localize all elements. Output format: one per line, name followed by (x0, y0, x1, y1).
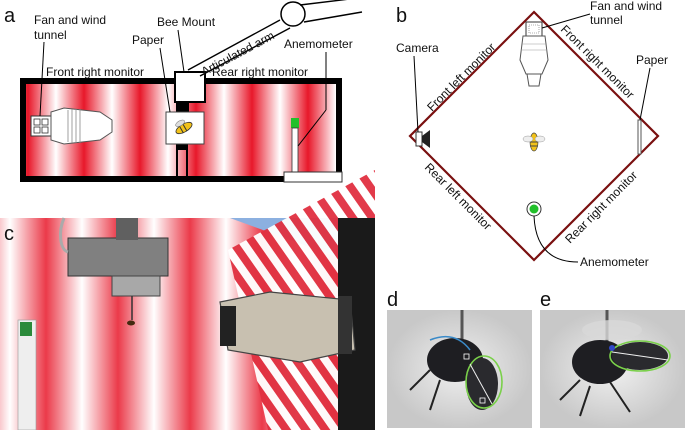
label-rear-right-monitor: Rear right monitor (212, 65, 308, 79)
fan-icon (30, 107, 113, 145)
label-anemometer: Anemometer (580, 255, 649, 269)
label-paper: Paper (636, 53, 668, 67)
label-camera: Camera (396, 41, 439, 55)
label-fan-line2: tunnel (590, 13, 623, 27)
panel-letter-c: c (4, 223, 14, 245)
label-fan-line2: tunnel (34, 28, 67, 42)
panel-letter-d: d (387, 289, 398, 311)
panel-letter-e: e (540, 289, 551, 311)
panel-letter-b: b (396, 5, 407, 27)
camera-icon (415, 130, 430, 148)
panel-d-photo: d (387, 289, 532, 428)
label-anemometer: Anemometer (284, 37, 353, 51)
panel-b: b Fa (396, 0, 668, 269)
label-bee-mount: Bee Mount (157, 15, 216, 29)
anemometer-icon (283, 118, 343, 183)
fan-icon (519, 21, 549, 87)
label-paper: Paper (132, 33, 164, 47)
label-fan-line1: Fan and wind (590, 0, 662, 13)
panel-e-photo: e (540, 289, 685, 428)
label-front-right-monitor: Front right monitor (558, 22, 637, 101)
enclosure-diamond (408, 10, 660, 262)
articulated-arm-icon (174, 0, 363, 112)
label-rear-left-monitor: Rear left monitor (422, 160, 495, 233)
label-fan-line1: Fan and wind (34, 13, 106, 27)
panel-a: a (4, 0, 363, 183)
rear-right-monitor-screen (188, 84, 336, 176)
bee-icon (175, 119, 193, 135)
label-rear-right-monitor: Rear right monitor (562, 168, 640, 246)
label-front-right-monitor: Front right monitor (46, 65, 144, 79)
panel-letter-a: a (4, 5, 16, 27)
panel-c-photo: c (0, 170, 375, 430)
bee-icon (522, 132, 546, 152)
anemometer-icon (526, 201, 542, 217)
paper-strip (637, 119, 642, 155)
